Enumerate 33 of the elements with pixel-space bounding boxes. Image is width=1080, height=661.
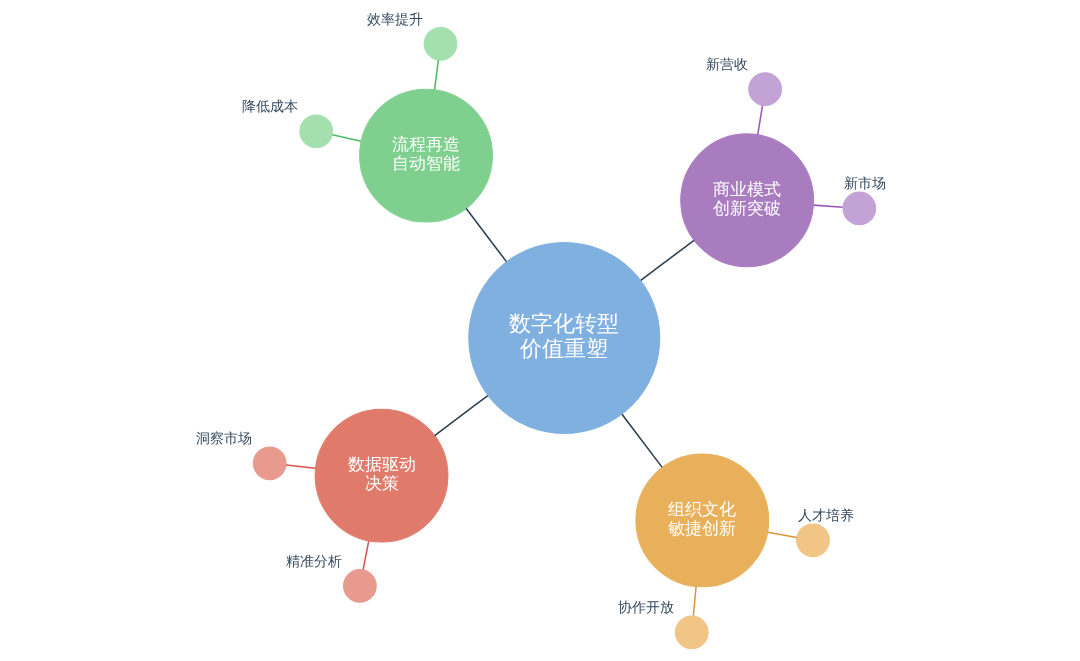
node-label: 效率提升 (366, 10, 423, 27)
node-circle (342, 569, 377, 603)
node-circle: 商业模式 创新突破 (679, 133, 814, 268)
node-circle (795, 523, 830, 558)
connector (433, 394, 489, 437)
connector (692, 586, 697, 617)
node-circle (423, 27, 457, 61)
node-circle: 数字化转型 价值重塑 (467, 241, 660, 434)
node-circle: 数据驱动 决策 (314, 408, 448, 543)
node-circle (841, 191, 876, 226)
node-circle (298, 114, 333, 149)
node-label: 新营收 (705, 55, 748, 72)
connector (812, 204, 843, 208)
node-label: 协作开放 (617, 599, 674, 616)
connector (361, 540, 369, 571)
node-circle (674, 615, 709, 650)
node-label: 新市场 (843, 175, 886, 192)
connector (620, 413, 663, 469)
connector (756, 104, 763, 136)
connector (766, 531, 798, 539)
node-circle: 组织文化 敏捷创新 (634, 453, 769, 588)
node-circle (252, 446, 287, 481)
node-label: 精准分析 (285, 552, 342, 569)
connector (639, 239, 695, 282)
node-circle: 流程再造 自动智能 (358, 88, 493, 223)
connector (433, 59, 439, 91)
node-circle (747, 72, 782, 107)
node-label: 降低成本 (241, 98, 298, 115)
connector (331, 134, 362, 142)
connector (284, 464, 316, 470)
connector (464, 207, 507, 263)
node-label: 洞察市场 (195, 430, 252, 447)
node-label: 人才培养 (797, 507, 854, 524)
